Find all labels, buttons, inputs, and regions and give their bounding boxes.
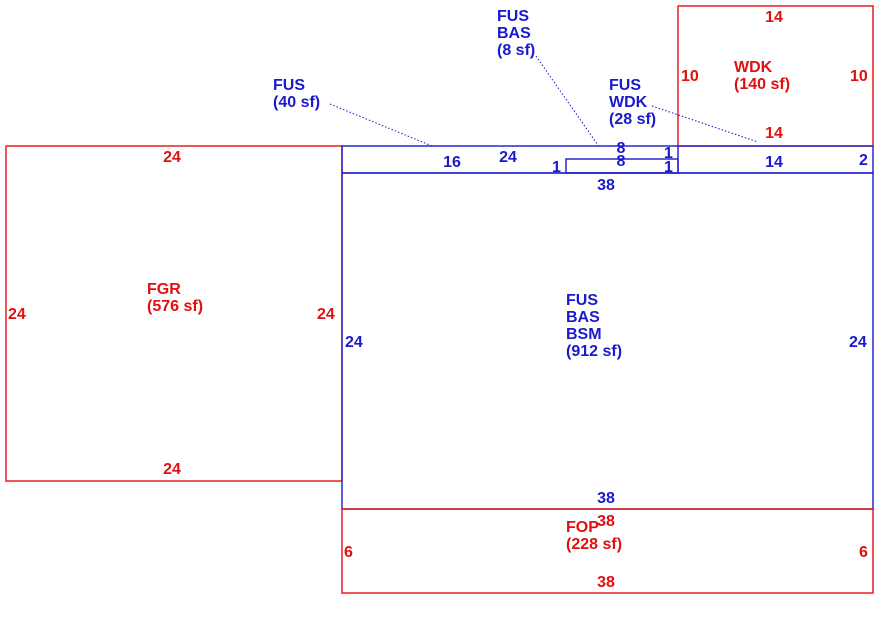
area-shapes <box>5 5 874 594</box>
small-top-dimension: 8 <box>617 140 626 157</box>
small-right-dimension-a: 1 <box>664 145 673 162</box>
small-left-dimension: 1 <box>552 159 561 176</box>
main-bottom-dimension: 38 <box>597 490 615 507</box>
wdk-bottom-dimension: 14 <box>765 125 783 142</box>
fus40-leader <box>329 103 433 147</box>
main-right-dimension: 24 <box>849 334 867 351</box>
fuswdk28-leader <box>651 105 759 143</box>
strip-right-end-dimension: 2 <box>859 152 868 169</box>
fusbas8-leader <box>535 55 601 149</box>
main-top-dimension: 38 <box>597 177 615 194</box>
strip-top-dimension: 24 <box>499 149 517 166</box>
fgr-bottom-dimension: 24 <box>163 461 181 478</box>
small-bottom-dimension: 8 <box>617 153 626 170</box>
fgr-left-dimension: 24 <box>8 306 26 323</box>
fop-right-dimension: 6 <box>859 544 868 561</box>
fus40-area-label: FUS (40 sf) <box>273 77 320 111</box>
fop-outline <box>341 508 874 594</box>
wdk-top-dimension: 14 <box>765 9 783 26</box>
fop-left-dimension: 6 <box>344 544 353 561</box>
wdk-left-dimension: 10 <box>681 68 699 85</box>
fop-area-label: FOP (228 sf) <box>566 519 622 553</box>
fusbas8-area-label: FUS BAS (8 sf) <box>497 8 535 59</box>
fgr-right-dimension: 24 <box>317 306 335 323</box>
fuswdk28-area-label: FUS WDK (28 sf) <box>609 77 656 128</box>
wdk-area-label: WDK (140 sf) <box>734 59 790 93</box>
fgr-area-label: FGR (576 sf) <box>147 281 203 315</box>
main-left-dimension: 24 <box>345 334 363 351</box>
strip-left-segment-dimension: 16 <box>443 154 461 171</box>
leader-lines <box>329 55 759 149</box>
fop-bottom-dimension: 38 <box>597 574 615 591</box>
fop-top-dimension: 38 <box>597 513 615 530</box>
small-right-dimension-b: 1 <box>664 159 673 176</box>
main-outline <box>341 172 874 510</box>
main-area-label: FUS BAS BSM (912 sf) <box>566 292 622 360</box>
wdk-right-dimension: 10 <box>850 68 868 85</box>
strip-right-segment-dimension: 14 <box>765 154 783 171</box>
fgr-top-dimension: 24 <box>163 149 181 166</box>
